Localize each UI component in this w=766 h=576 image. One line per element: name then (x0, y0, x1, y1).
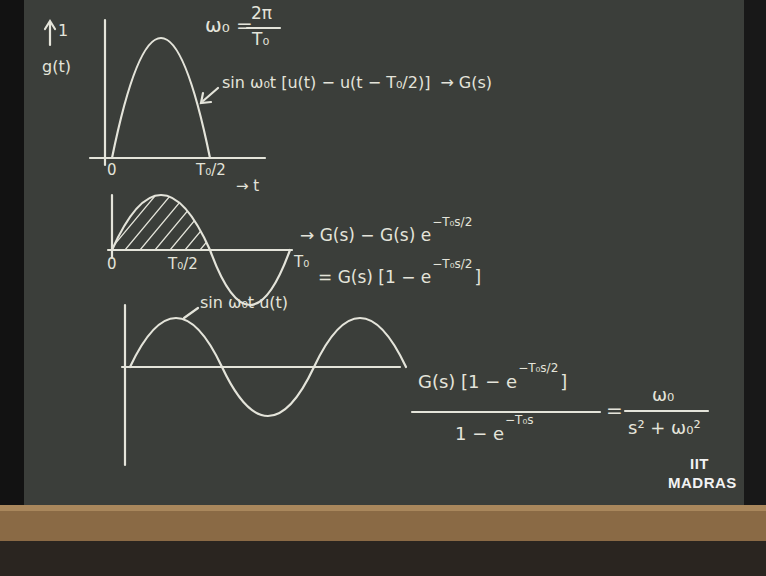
tick-label: T₀/2 (196, 162, 226, 179)
exponent: −T₀s (505, 414, 533, 428)
equation-text: ω₀ = (205, 14, 253, 37)
axis-label: → t (236, 178, 259, 195)
x-axis (122, 366, 400, 368)
sine-curve (130, 318, 406, 416)
watermark: MADRAS (668, 474, 737, 491)
sine-period-curve (112, 195, 290, 305)
x-axis (90, 157, 265, 159)
numerator: G(s) [1 − e (418, 372, 517, 393)
transform-text: → G(s) (440, 74, 492, 92)
axis-label: g(t) (42, 58, 71, 76)
board-edge (744, 0, 766, 576)
equation-text: → G(s) − G(s) e (300, 226, 431, 246)
numerator: ω₀ (652, 385, 674, 406)
tick-label: T₀ (294, 254, 309, 271)
tick-label: T₀/2 (168, 256, 198, 273)
chalk-ledge (0, 505, 766, 541)
hatching (110, 190, 250, 250)
equation-text: = G(s) [1 − e (318, 268, 431, 288)
fraction-bar (412, 411, 600, 413)
numerator: 2π (251, 4, 272, 24)
chalk-ledge-edge (0, 505, 766, 511)
denominator: 1 − e (455, 424, 504, 445)
numerator: ] (560, 372, 567, 393)
denominator: T₀ (252, 30, 269, 50)
exponent: −T₀s/2 (518, 362, 558, 376)
y-axis (104, 20, 106, 165)
tick-label: 0 (107, 256, 117, 273)
tick-label: 0 (107, 162, 117, 179)
watermark: IIT (690, 455, 709, 472)
axis-arrow (49, 22, 51, 45)
leader-arrow (203, 88, 218, 101)
leader-line (184, 308, 198, 318)
leader-arrowhead (201, 93, 211, 103)
equation-text: = (606, 399, 623, 422)
exponent: −T₀s/2 (432, 216, 472, 230)
board-edge (0, 0, 24, 576)
floor-shadow (0, 541, 766, 576)
function-text: sin ω₀t [u(t) − u(t − T₀/2)] (222, 74, 430, 92)
axis-value: 1 (58, 22, 68, 40)
exponent: −T₀s/2 (432, 258, 472, 272)
half-sine-curve (112, 38, 210, 158)
y-axis (124, 305, 126, 465)
denominator: s² + ω₀² (628, 418, 701, 439)
function-text: sin ω₀t u(t) (200, 294, 288, 312)
fraction-bar (625, 410, 708, 412)
equation-text: ] (474, 268, 481, 288)
axis-arrowhead (45, 21, 55, 29)
